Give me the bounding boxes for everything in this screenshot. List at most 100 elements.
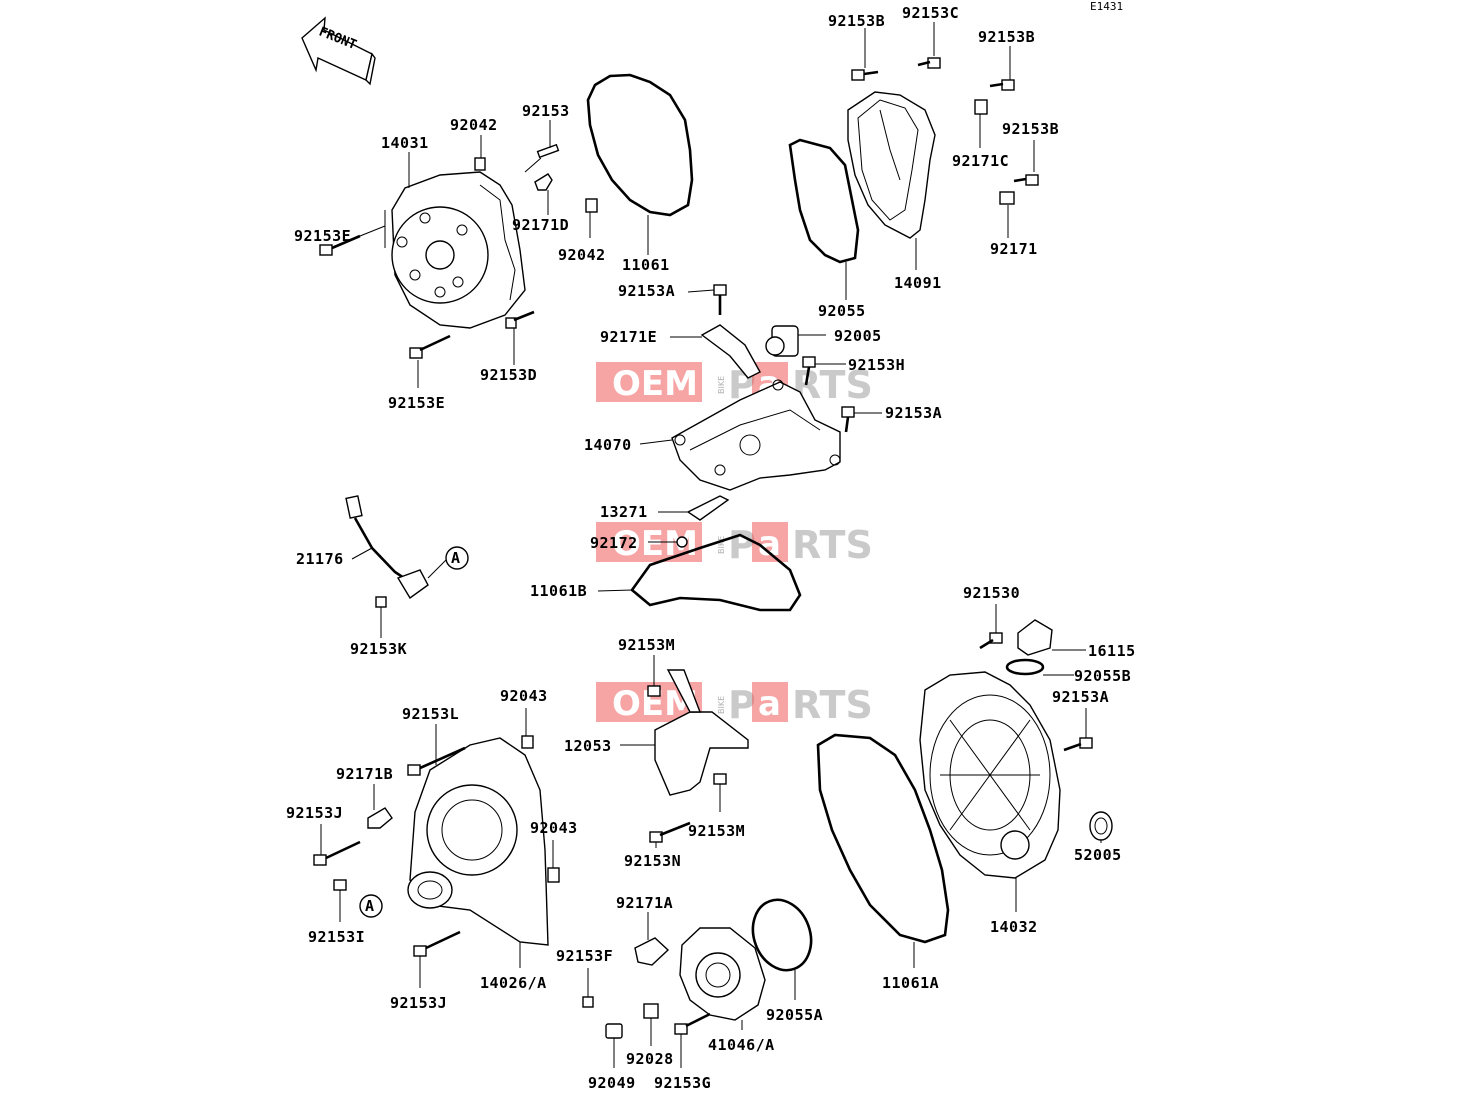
bolt-92153L	[407, 746, 466, 776]
svg-text:A: A	[451, 549, 461, 567]
clamp-92171B	[367, 807, 393, 829]
svg-text:BIKE: BIKE	[717, 536, 726, 554]
svg-text:BIKE: BIKE	[717, 376, 726, 394]
bracket-12053	[654, 669, 749, 796]
bolt-92153M-top	[647, 685, 661, 697]
bolt-92153B-c	[1013, 174, 1039, 186]
label-14091: 14091	[894, 274, 942, 292]
bolt-92153B-a	[851, 69, 879, 81]
label-92153B-c: 92153B	[1002, 120, 1059, 138]
bolt-92153G	[674, 1012, 711, 1035]
label-92153B-a: 92153B	[828, 12, 885, 30]
bolt-92153	[524, 143, 560, 173]
bolt-92153A-a	[713, 284, 727, 315]
label-92028: 92028	[626, 1050, 674, 1068]
label-92153M-a: 92153M	[618, 636, 675, 654]
label-92153L: 92153L	[402, 705, 459, 723]
cap-16115	[1017, 619, 1053, 656]
gasket-11061	[586, 73, 694, 217]
label-92153D: 92153D	[480, 366, 537, 384]
label-92153J-b: 92153J	[390, 994, 447, 1012]
gasket-92055	[788, 138, 860, 264]
label-21176: 21176	[296, 550, 344, 568]
bolt-92153D	[505, 310, 535, 329]
bushing-92049	[605, 1023, 623, 1039]
dowel-pin-92042-a	[474, 157, 486, 171]
bracket-92171E	[700, 324, 761, 379]
svg-text:P: P	[728, 683, 756, 727]
label-92042-a: 92042	[450, 116, 498, 134]
svg-text:BIKE: BIKE	[717, 696, 726, 714]
label-92153A-c: 92153A	[1052, 688, 1109, 706]
bolt-92153I	[333, 879, 347, 891]
dowel-pin-92043-a	[521, 735, 534, 749]
label-92153I: 92153I	[308, 928, 365, 946]
clutch-cover-14032	[919, 671, 1061, 879]
label-41046A: 41046/A	[708, 1036, 775, 1054]
watermark-3: OEM BIKE P a RTS	[596, 682, 873, 727]
bolt-92153E-bottom	[409, 334, 451, 359]
label-92171E: 92171E	[600, 328, 657, 346]
label-16115: 16115	[1088, 642, 1136, 660]
bolt-92153M-bottom	[713, 773, 727, 785]
svg-text:A: A	[365, 897, 375, 915]
reference-marker-a-top: A	[445, 546, 469, 570]
label-92153H: 92153H	[848, 356, 905, 374]
label-921530: 921530	[963, 584, 1020, 602]
chain-cover-14091	[847, 91, 936, 239]
svg-text:RTS: RTS	[792, 683, 873, 727]
label-12053: 12053	[564, 737, 612, 755]
bolt-92153B-b	[989, 79, 1015, 91]
bolt-92153A-c	[1063, 737, 1093, 752]
label-92153G: 92153G	[654, 1074, 711, 1092]
label-92153N: 92153N	[624, 852, 681, 870]
watermark-1: OEM BIKE P a RTS	[596, 362, 873, 407]
label-14026A: 14026/A	[480, 974, 547, 992]
label-14032: 14032	[990, 918, 1038, 936]
generator-cover-14031	[391, 171, 526, 329]
label-92171C: 92171C	[952, 152, 1009, 170]
dowel-pin-92042-b	[585, 198, 598, 213]
label-92153F: 92153F	[556, 947, 613, 965]
bolt-92153J-top	[313, 840, 361, 866]
washer-92172	[676, 536, 688, 548]
oring-92055A	[751, 898, 813, 972]
bolt-92153A-b	[841, 406, 855, 433]
label-92153M-b: 92153M	[688, 822, 745, 840]
label-92049: 92049	[588, 1074, 636, 1092]
svg-text:OEM: OEM	[612, 364, 698, 404]
cover-14026A	[407, 737, 549, 946]
label-92153: 92153	[522, 102, 570, 120]
label-92153B-b: 92153B	[978, 28, 1035, 46]
label-92153A-b: 92153A	[885, 404, 942, 422]
label-92171B: 92171B	[336, 765, 393, 783]
label-11061A: 11061A	[882, 974, 939, 992]
clamp-92171A	[634, 937, 670, 966]
seal-52005	[1089, 811, 1113, 841]
svg-text:a: a	[758, 524, 781, 564]
label-92171D: 92171D	[512, 216, 569, 234]
bracket-13271	[686, 495, 730, 521]
front-arrow-icon: FRONT	[301, 16, 376, 86]
label-92055B: 92055B	[1074, 667, 1131, 685]
label-92005: 92005	[834, 327, 882, 345]
label-92171: 92171	[990, 240, 1038, 258]
label-13271: 13271	[600, 503, 648, 521]
svg-text:RTS: RTS	[792, 363, 873, 407]
housing-41046A	[679, 927, 766, 1021]
gasket-11061B	[630, 533, 802, 612]
sensor-92005	[765, 325, 799, 357]
label-92055: 92055	[818, 302, 866, 320]
cable-21176	[345, 495, 429, 600]
label-92042-b: 92042	[558, 246, 606, 264]
label-92153A-a: 92153A	[618, 282, 675, 300]
svg-text:RTS: RTS	[792, 523, 873, 567]
reference-marker-a-bottom: A	[359, 894, 383, 918]
label-11061: 11061	[622, 256, 670, 274]
bolt-92153C	[917, 57, 941, 69]
oring-92055B	[1005, 658, 1045, 676]
label-92172: 92172	[590, 534, 638, 552]
label-92171A: 92171A	[616, 894, 673, 912]
bolt-92153N	[649, 821, 691, 843]
